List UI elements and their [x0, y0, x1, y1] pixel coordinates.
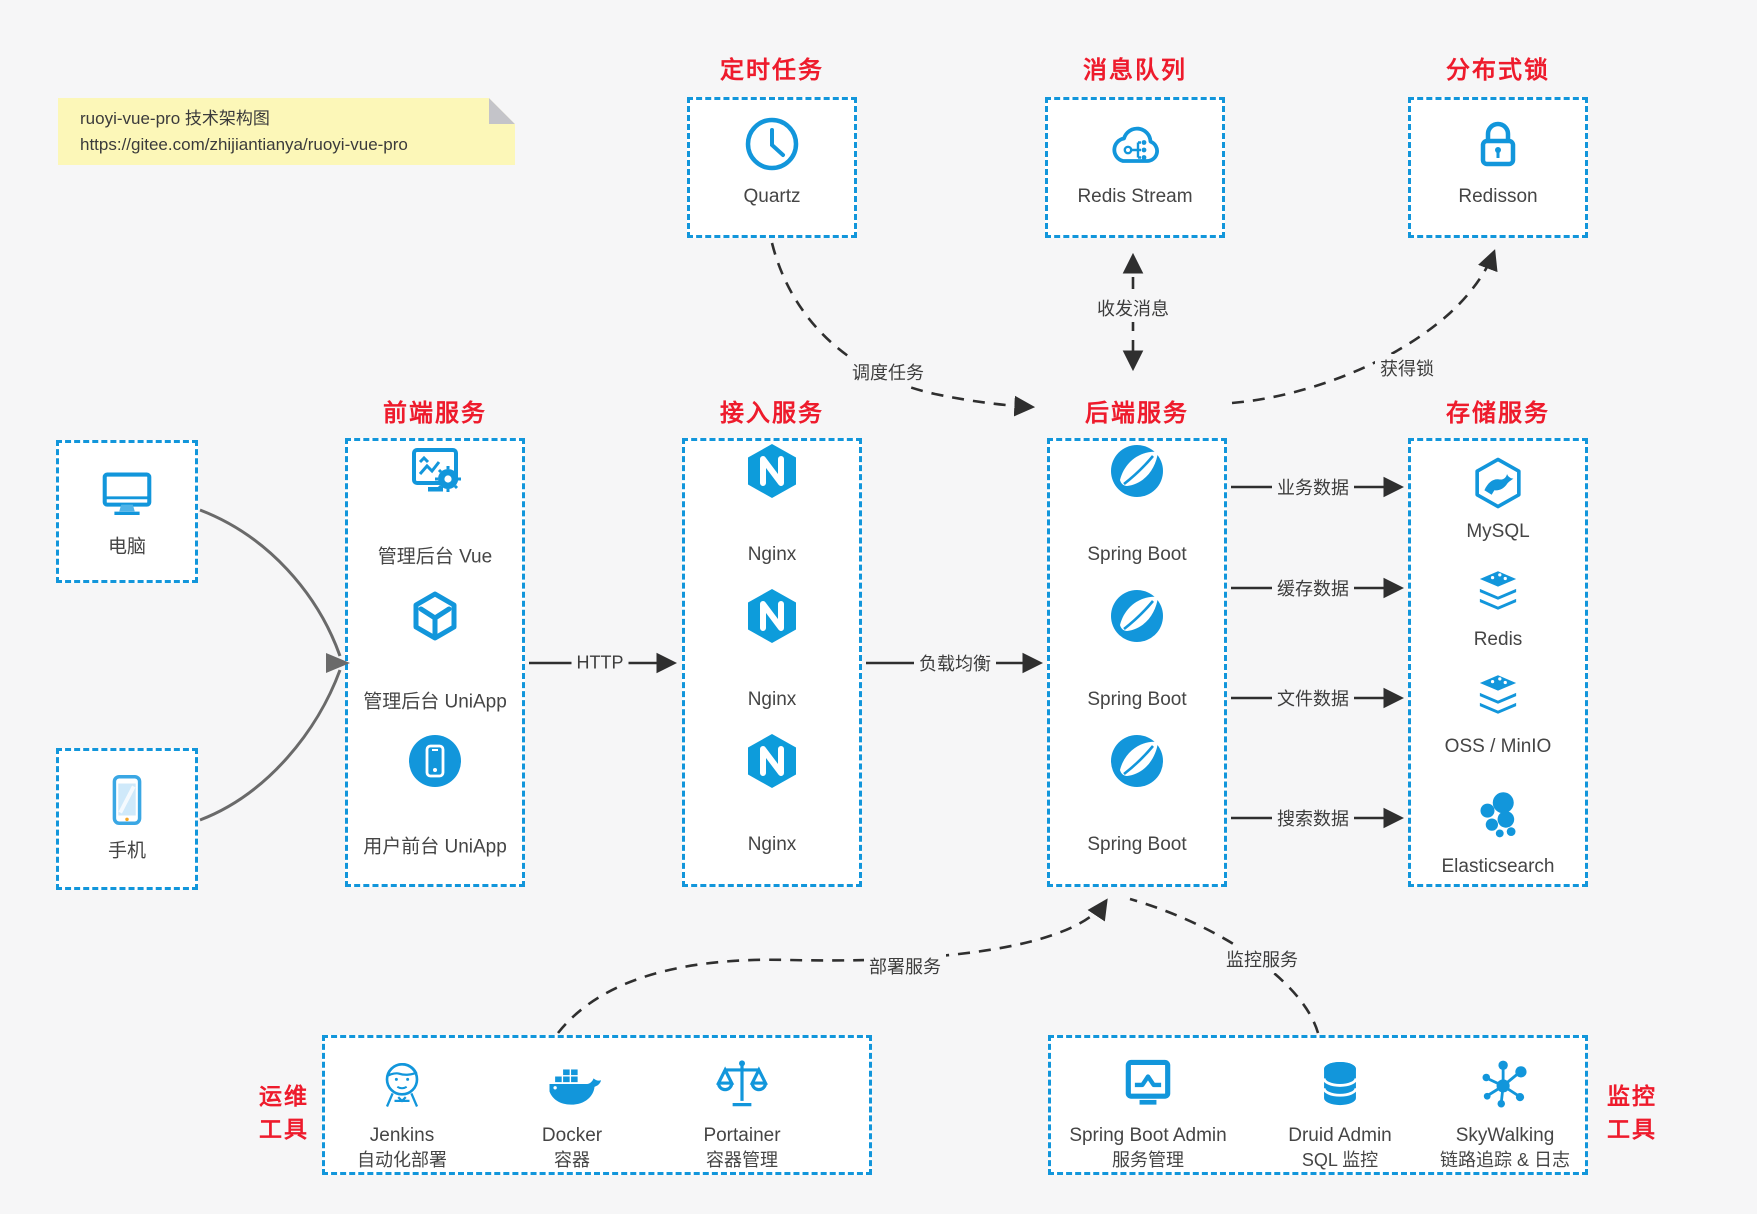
edge-label-http: HTTP — [571, 651, 629, 675]
edge-label-messages: 收发消息 — [1092, 294, 1174, 322]
frontend-box — [345, 438, 525, 887]
nginx-icon — [748, 444, 796, 498]
edge-label-load-balance: 负载均衡 — [914, 649, 996, 677]
ops-box — [322, 1035, 872, 1175]
backend-item-label: Spring Boot — [1087, 544, 1187, 565]
backend-item-label: Spring Boot — [1087, 834, 1187, 855]
storage-item-label: OSS / MinIO — [1444, 736, 1552, 757]
ops-item-label: Jenkins — [369, 1125, 435, 1146]
edge-label-lock: 获得锁 — [1375, 354, 1439, 382]
edge-label-file-data: 文件数据 — [1272, 684, 1354, 712]
storage-box — [1408, 438, 1588, 887]
group-title-ops: 运维 工具 — [259, 1083, 309, 1142]
sba-icon — [1125, 1059, 1171, 1105]
client-desktop-box — [56, 440, 198, 583]
elasticsearch-icon — [1480, 792, 1516, 838]
ops-item-label: Docker — [541, 1125, 603, 1146]
edge-desktop-to-frontend — [199, 508, 342, 657]
frontend-item-label: 用户前台 UniApp — [363, 836, 507, 858]
edge-phone-to-frontend — [199, 669, 342, 822]
docker-icon — [549, 1069, 602, 1105]
druid-icon — [1322, 1061, 1358, 1106]
jenkins-icon — [385, 1063, 419, 1107]
nginx-icon — [748, 589, 796, 643]
monitor-item-sub: 服务管理 — [1112, 1150, 1184, 1170]
group-title-scheduler: 定时任务 — [720, 57, 824, 84]
gateway-box — [682, 438, 862, 887]
ops-item-sub: 自动化部署 — [357, 1150, 447, 1170]
client-desktop-label: 电脑 — [107, 536, 147, 558]
storage-item-label: Redis — [1473, 629, 1523, 650]
edge-deploy — [556, 898, 1108, 1034]
storage-item-label: Elasticsearch — [1441, 856, 1555, 877]
nginx-icon — [748, 734, 796, 788]
edge-monitor — [1129, 897, 1320, 1034]
monitor-item-sub: 链路追踪 & 日志 — [1439, 1150, 1571, 1170]
frontend-item-label: 管理后台 Vue — [377, 546, 493, 568]
group-title-backend: 后端服务 — [1085, 400, 1189, 427]
lock-item-label: Redisson — [1458, 186, 1538, 207]
frontend-item-label: 管理后台 UniApp — [363, 691, 507, 713]
mq-item-label: Redis Stream — [1077, 186, 1193, 207]
phone-icon — [112, 775, 142, 825]
scheduler-item-label: Quartz — [743, 186, 801, 207]
cube-icon — [413, 591, 457, 641]
group-title-monitor: 监控 工具 — [1607, 1083, 1657, 1142]
sticky-note: ruoyi-vue-pro 技术架构图 https://gitee.com/zh… — [58, 98, 515, 165]
arrowhead-frontend — [326, 653, 350, 673]
group-title-storage: 存储服务 — [1446, 400, 1550, 427]
storage-item-label: MySQL — [1466, 521, 1530, 542]
mobile-app-icon — [409, 735, 461, 787]
desktop-icon — [102, 472, 152, 516]
note-title: ruoyi-vue-pro 技术架构图 — [80, 109, 270, 128]
lock-box — [1408, 97, 1588, 238]
spring-icon — [1111, 445, 1163, 497]
oss-icon — [1479, 675, 1517, 714]
monitor-item-label: SkyWalking — [1455, 1125, 1555, 1146]
gateway-item-label: Nginx — [747, 544, 797, 565]
group-title-gateway: 接入服务 — [720, 400, 824, 427]
note-url: https://gitee.com/zhijiantianya/ruoyi-vu… — [80, 135, 408, 154]
edge-label-biz-data: 业务数据 — [1272, 473, 1354, 501]
group-title-mq: 消息队列 — [1083, 57, 1187, 84]
spring-icon — [1111, 590, 1163, 642]
gateway-item-label: Nginx — [747, 689, 797, 710]
clock-icon — [745, 117, 799, 171]
monitor-item-label: Spring Boot Admin — [1069, 1125, 1227, 1146]
cloud-stream-icon — [1112, 126, 1159, 163]
edge-label-cache-data: 缓存数据 — [1272, 574, 1354, 602]
monitor-item-sub: SQL 监控 — [1301, 1150, 1379, 1170]
edge-label-monitor: 监控服务 — [1221, 945, 1303, 973]
edge-schedule — [770, 242, 1036, 417]
ops-item-label: Portainer — [703, 1125, 781, 1146]
lock-icon — [1480, 121, 1516, 167]
skywalking-icon — [1482, 1060, 1527, 1108]
portainer-icon — [715, 1060, 769, 1107]
client-phone-label: 手机 — [107, 840, 147, 862]
edge-label-schedule: 调度任务 — [847, 358, 929, 386]
mq-box — [1045, 97, 1225, 238]
ops-item-sub: 容器 — [554, 1150, 590, 1170]
edge-label-search-data: 搜索数据 — [1272, 804, 1354, 832]
redis-icon — [1479, 571, 1517, 610]
admin-vue-icon — [412, 448, 461, 492]
backend-box — [1047, 438, 1227, 887]
mysql-icon — [1475, 457, 1521, 509]
monitor-item-label: Druid Admin — [1288, 1125, 1392, 1146]
spring-icon — [1111, 735, 1163, 787]
client-phone-box — [56, 748, 198, 890]
gateway-item-label: Nginx — [747, 834, 797, 855]
edge-label-deploy: 部署服务 — [864, 952, 946, 980]
backend-item-label: Spring Boot — [1087, 689, 1187, 710]
group-title-frontend: 前端服务 — [383, 400, 487, 427]
ops-item-sub: 容器管理 — [706, 1150, 778, 1170]
edge-lock — [1231, 249, 1498, 405]
group-title-lock: 分布式锁 — [1446, 57, 1550, 84]
